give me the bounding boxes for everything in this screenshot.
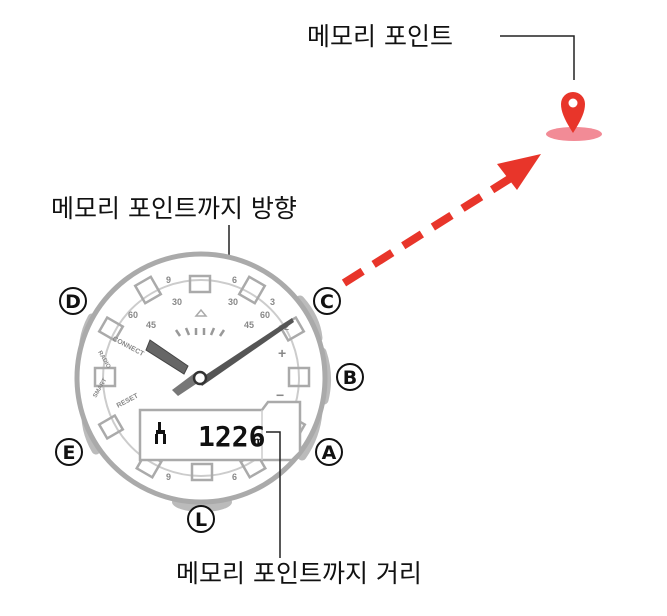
lcd-distance-value: 1226 bbox=[198, 420, 265, 453]
scale-right-60: 60 bbox=[260, 310, 270, 320]
direction-arrow bbox=[341, 154, 541, 287]
button-label-l: L bbox=[187, 505, 215, 533]
leader-distance bbox=[266, 431, 281, 558]
map-pin-hole bbox=[568, 98, 578, 108]
leader-memory-point bbox=[500, 35, 575, 80]
button-label-a: A bbox=[315, 438, 343, 466]
scale-left-45: 45 bbox=[146, 320, 156, 330]
lcd-window bbox=[138, 400, 302, 462]
svg-text:A: A bbox=[322, 442, 337, 464]
bezel-bottom-6: 6 bbox=[232, 472, 237, 482]
arrow-head-icon bbox=[497, 154, 541, 190]
hand-pivot bbox=[192, 370, 208, 386]
svg-text:D: D bbox=[65, 291, 81, 313]
callout-distance: 메모리 포인트까지 거리 bbox=[176, 559, 422, 588]
button-label-e: E bbox=[55, 438, 83, 466]
scale-plus: + bbox=[278, 345, 286, 361]
minute-hand bbox=[198, 318, 294, 386]
bezel-top-6: 6 bbox=[232, 275, 237, 285]
scale-minus: − bbox=[276, 387, 284, 403]
scale-mid-30-left: 30 bbox=[172, 297, 182, 307]
callout-memory-point: 메모리 포인트 bbox=[307, 22, 453, 51]
memory-point-marker bbox=[546, 92, 602, 141]
top-triangle-icon bbox=[194, 308, 208, 317]
watch-hands bbox=[145, 318, 294, 396]
dial-tick-marks bbox=[174, 327, 226, 337]
scale-right-45: 45 bbox=[244, 320, 254, 330]
lcd-distance-unit: m bbox=[253, 436, 263, 447]
svg-text:B: B bbox=[343, 367, 357, 389]
walking-person-icon bbox=[155, 422, 166, 444]
watch: 9 6 9 6 60 45 30 30 60 45 3 2 1 + − CONN… bbox=[74, 251, 332, 512]
bezel-top-9: 9 bbox=[166, 275, 171, 285]
bezel-bottom-9: 9 bbox=[166, 472, 171, 482]
watch-inner-ring bbox=[102, 279, 300, 477]
scale-mid-30-right: 30 bbox=[228, 297, 238, 307]
svg-text:C: C bbox=[320, 291, 334, 313]
callout-direction: 메모리 포인트까지 방향 bbox=[51, 194, 297, 223]
scale-left-60: 60 bbox=[128, 310, 138, 320]
button-label-c: C bbox=[313, 287, 341, 315]
pin-shadow bbox=[546, 127, 602, 141]
scale-3: 3 bbox=[270, 297, 275, 307]
svg-text:L: L bbox=[195, 509, 207, 531]
map-pin-icon bbox=[561, 92, 585, 133]
hour-hand bbox=[145, 339, 189, 375]
button-label-d: D bbox=[59, 287, 87, 315]
svg-text:E: E bbox=[63, 442, 76, 464]
button-label-b: B bbox=[336, 363, 364, 391]
